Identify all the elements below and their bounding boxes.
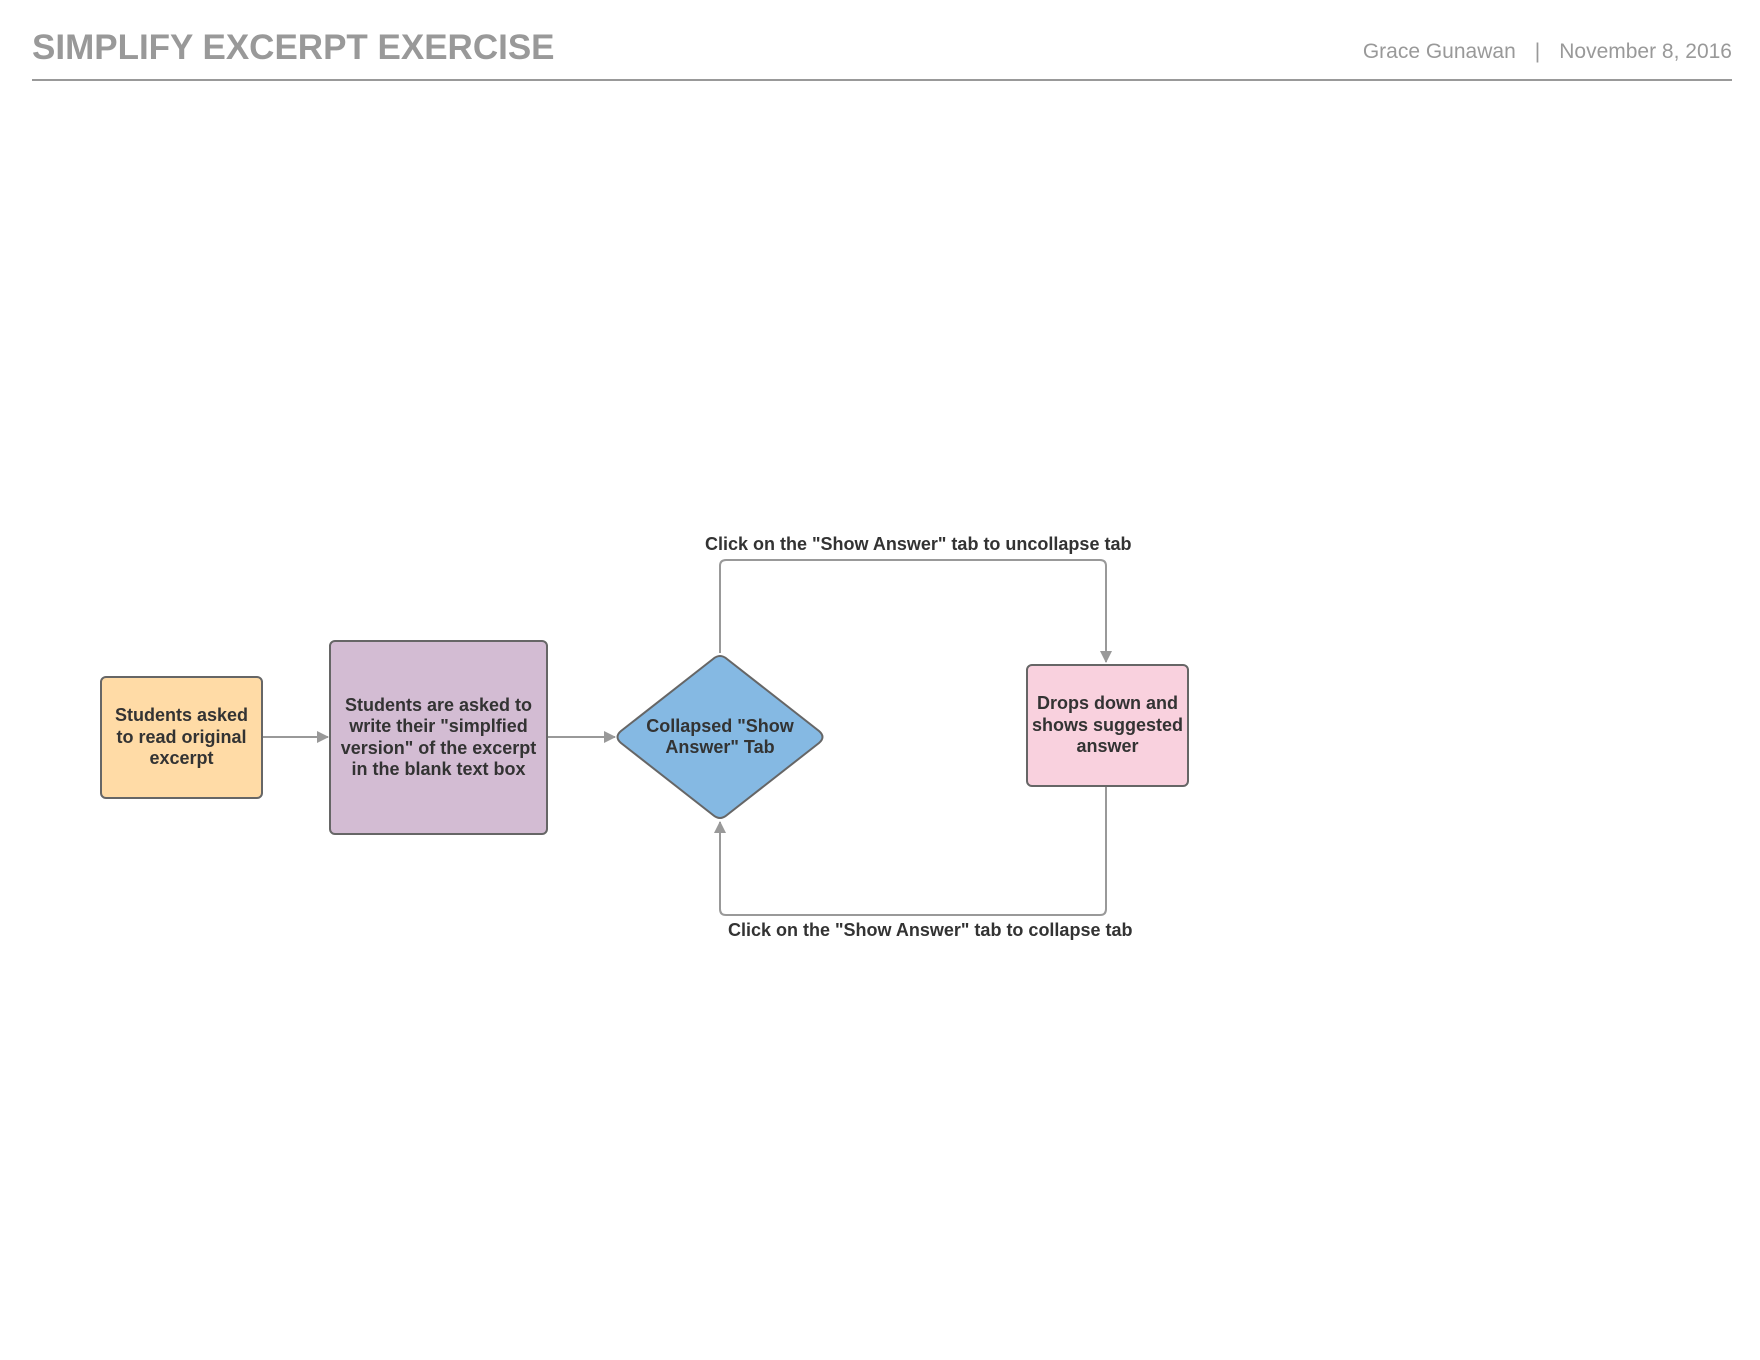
node-suggested-answer-label: Drops down and shows suggested answer	[1031, 693, 1184, 757]
header-divider	[32, 79, 1732, 81]
node-write-simplified-label: Students are asked to write their "simpl…	[340, 694, 537, 780]
node-read-excerpt-shape[interactable]	[100, 676, 263, 799]
document-date: November 8, 2016	[1559, 40, 1732, 63]
edge-label-uncollapse: Click on the "Show Answer" tab to uncoll…	[705, 534, 1132, 554]
meta-separator: |	[1534, 40, 1541, 63]
node-read-excerpt-label: Students asked to read original excerpt	[114, 705, 249, 769]
node-show-answer-tab-shape[interactable]	[616, 655, 824, 819]
page-title: SIMPLIFY EXCERPT EXERCISE	[32, 28, 555, 67]
page-header: SIMPLIFY EXCERPT EXERCISE Grace Gunawan |…	[32, 0, 1732, 81]
author-name: Grace Gunawan	[1362, 40, 1516, 63]
edge-dropdown-to-tab[interactable]	[714, 786, 1107, 916]
edge-tab-to-dropdown[interactable]	[719, 559, 1112, 663]
edge-label-collapse: Click on the "Show Answer" tab to collap…	[728, 920, 1133, 940]
node-suggested-answer-shape[interactable]	[1026, 664, 1189, 787]
node-write-simplified-shape[interactable]	[329, 640, 548, 835]
document-meta: Grace Gunawan | November 8, 2016	[1363, 41, 1732, 62]
node-show-answer-tab-label: Collapsed "Show Answer" Tab	[646, 715, 794, 758]
